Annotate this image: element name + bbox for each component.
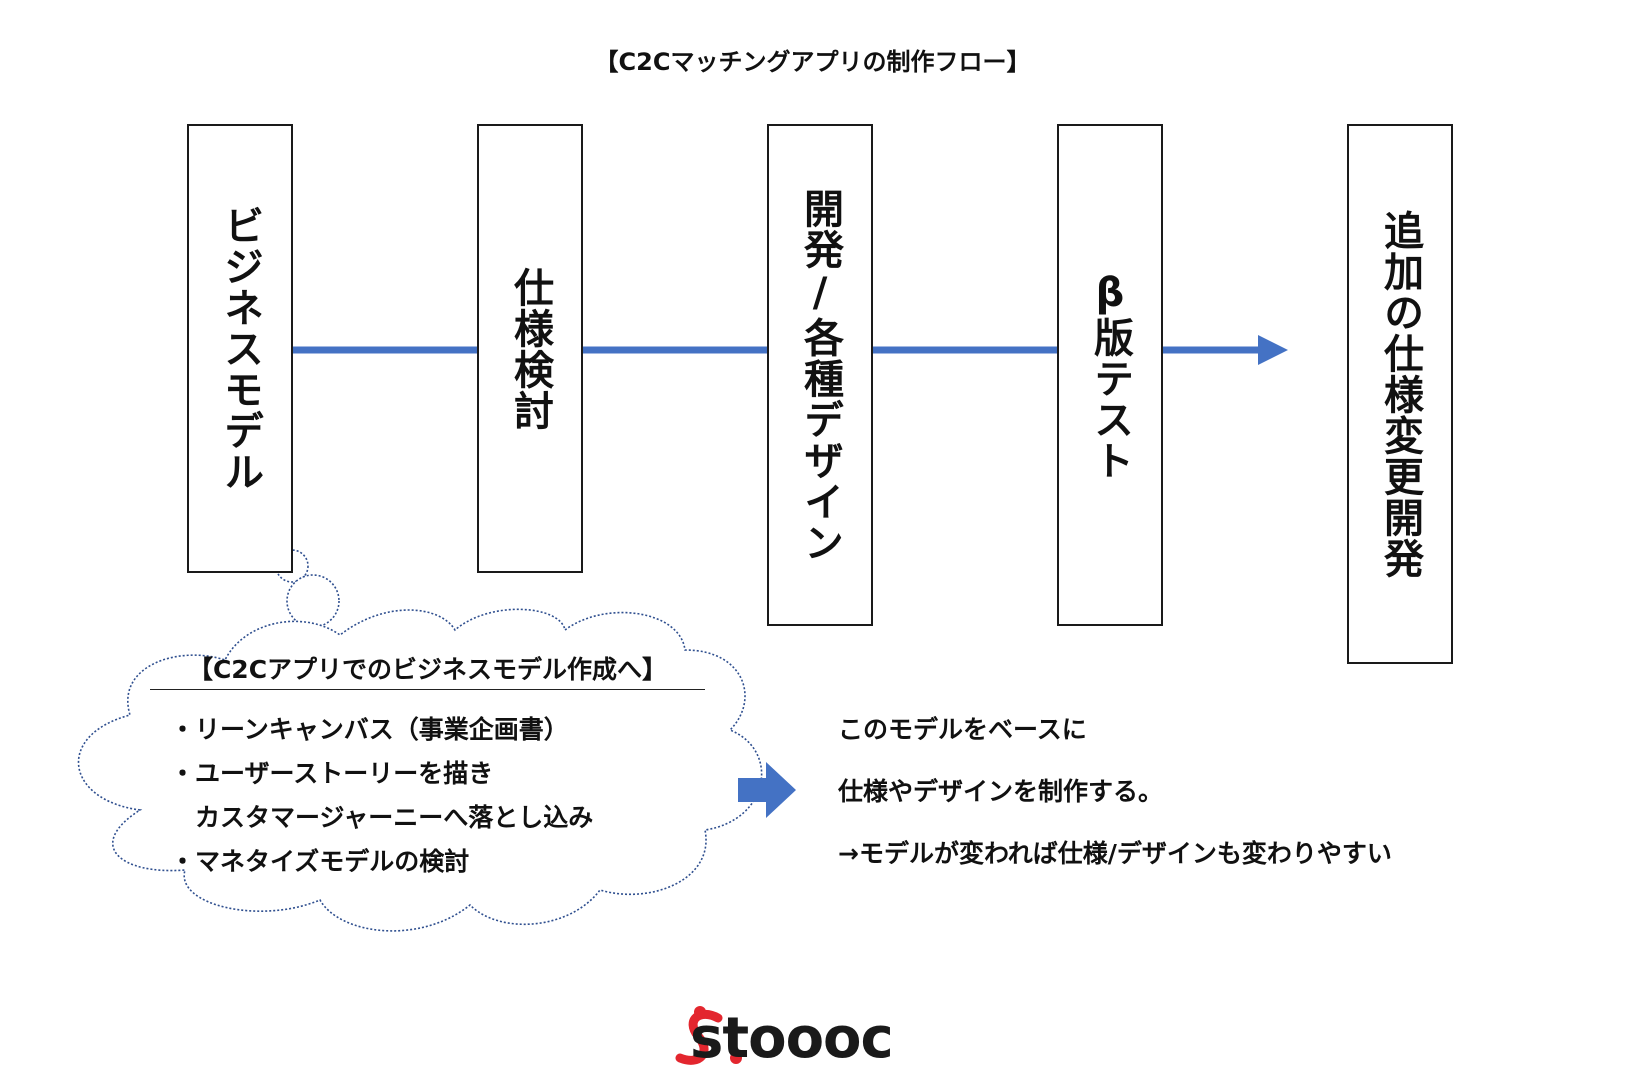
stage-additional-spec-changes: 追加の仕様変更開発 <box>1347 124 1453 664</box>
stage-label: 仕様検討 <box>507 266 553 431</box>
stage-label: 開発/各種デザイン <box>797 187 843 563</box>
stage-beta-test: β版テスト <box>1057 124 1163 626</box>
cloud-to-note-arrow <box>738 762 796 818</box>
cloud-item: カスタマージャーニーへ落とし込み <box>170 803 594 832</box>
logo-text: stoooc <box>690 1005 894 1071</box>
stage-label: 追加の仕様変更開発 <box>1377 209 1423 579</box>
cloud-item: ・マネタイズモデルの検討 <box>170 847 470 876</box>
diagram-title: 【C2Cマッチングアプリの制作フロー】 <box>594 48 1031 76</box>
note-line: 仕様やデザインを制作する。 <box>838 777 1164 806</box>
stage-label: β版テスト <box>1087 269 1133 481</box>
cloud-item: ・リーンキャンバス（事業企画書） <box>170 715 569 744</box>
cloud-title: 【C2Cアプリでのビジネスモデル作成へ】 <box>150 650 705 690</box>
thought-bubble-large <box>286 574 340 628</box>
stage-spec-review: 仕様検討 <box>477 124 583 573</box>
stage-development-design: 開発/各種デザイン <box>767 124 873 626</box>
note-line: →モデルが変われば仕様/デザインも変わりやすい <box>838 839 1392 868</box>
note-line: このモデルをベースに <box>838 715 1087 744</box>
connector-arrowhead <box>1258 335 1288 365</box>
logo-mark <box>675 1006 742 1065</box>
stage-label: ビジネスモデル <box>217 205 263 492</box>
logo: stoooc <box>684 998 894 1078</box>
cloud-item: ・ユーザーストーリーを描き <box>170 759 494 788</box>
stage-business-model: ビジネスモデル <box>187 124 293 573</box>
